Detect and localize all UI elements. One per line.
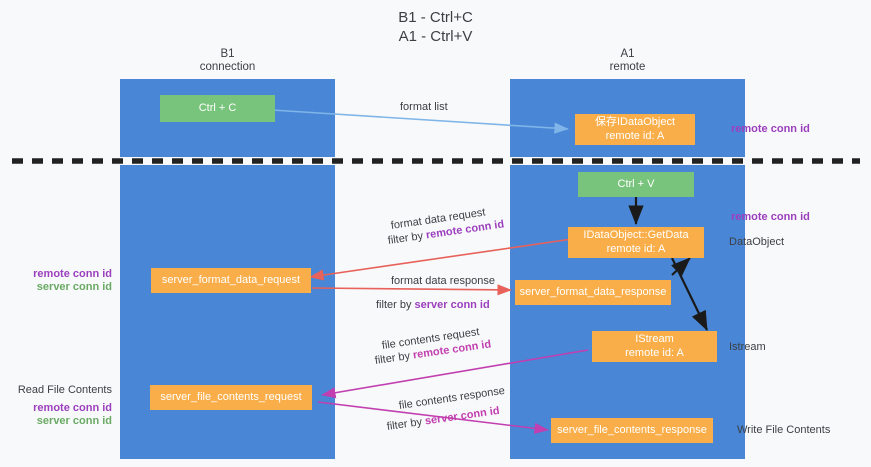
node-save-idataobject-line1: 保存IDataObject <box>594 116 676 128</box>
lane-band-b1-bottom <box>120 165 335 459</box>
edge-label-format-data-response: format data response <box>391 275 495 287</box>
node-server-format-data-response[interactable]: server_format_data_response <box>515 280 671 305</box>
annotation-left-remote-conn-id-mid: remote conn id <box>33 268 112 280</box>
annotation-remote-conn-id-top: remote conn id <box>731 123 810 135</box>
lane-header-a1-role: remote <box>609 61 646 73</box>
annotation-istream: Istream <box>729 341 766 353</box>
node-server-file-contents-request[interactable]: server_file_contents_request <box>150 385 312 410</box>
node-server-file-contents-response[interactable]: server_file_contents_response <box>551 418 713 443</box>
node-idataobject-getdata-line2: remote id: A <box>606 242 666 255</box>
annotation-read-file-contents: Read File Contents <box>17 384 112 396</box>
annotation-left-server-conn-id-bottom: server conn id <box>36 415 112 427</box>
filter-prefix-2: filter by <box>376 299 415 311</box>
node-ctrl-c[interactable]: Ctrl + C <box>160 95 275 122</box>
diagram-title-line2: A1 - Ctrl+V <box>398 28 473 45</box>
node-server-format-data-request[interactable]: server_format_data_request <box>151 268 311 293</box>
annotation-remote-conn-id-mid: remote conn id <box>731 211 810 223</box>
node-server-file-contents-response-label: server_file_contents_response <box>557 423 707 436</box>
node-istream-line1: IStream <box>635 333 674 345</box>
diagram-title-line1: B1 - Ctrl+C <box>398 9 473 26</box>
node-istream-line2: remote id: A <box>625 346 684 359</box>
filter-key-server-conn-id-1: server conn id <box>414 299 490 311</box>
edge-label-format-list: format list <box>400 101 448 113</box>
diagram-title: B1 - Ctrl+C A1 - Ctrl+V <box>0 8 871 46</box>
lane-header-a1: A1 remote <box>510 48 745 74</box>
filter-prefix-3: filter by <box>374 349 414 367</box>
node-istream[interactable]: IStream remote id: A <box>592 331 717 362</box>
lane-header-b1-name: B1 <box>220 48 235 60</box>
lane-header-a1-name: A1 <box>620 48 635 60</box>
node-idataobject-getdata-line1: IDataObject::GetData <box>583 229 689 241</box>
filter-prefix-4: filter by <box>386 415 426 433</box>
edge-label-format-data-response-filter: filter by server conn id <box>376 299 490 313</box>
annotation-dataobject: DataObject <box>729 236 785 248</box>
lane-header-b1-role: connection <box>199 61 256 73</box>
node-ctrl-v-label: Ctrl + V <box>617 177 655 190</box>
node-ctrl-v[interactable]: Ctrl + V <box>578 172 694 197</box>
node-save-idataobject-line2: remote id: A <box>605 129 665 142</box>
lane-header-b1: B1 connection <box>120 48 335 74</box>
annotation-left-server-conn-id-mid: server conn id <box>36 281 112 293</box>
node-ctrl-c-label: Ctrl + C <box>198 101 237 114</box>
annotation-left-remote-conn-id-bottom: remote conn id <box>33 402 112 414</box>
node-server-format-data-request-label: server_format_data_request <box>161 273 301 286</box>
node-server-file-contents-request-label: server_file_contents_request <box>160 390 302 403</box>
lane-band-a1-bottom <box>510 165 745 459</box>
node-save-idataobject[interactable]: 保存IDataObject remote id: A <box>575 114 695 145</box>
node-server-format-data-response-label: server_format_data_response <box>519 285 667 298</box>
node-idataobject-getdata[interactable]: IDataObject::GetData remote id: A <box>568 227 704 258</box>
annotation-write-file-contents: Write File Contents <box>737 424 831 436</box>
